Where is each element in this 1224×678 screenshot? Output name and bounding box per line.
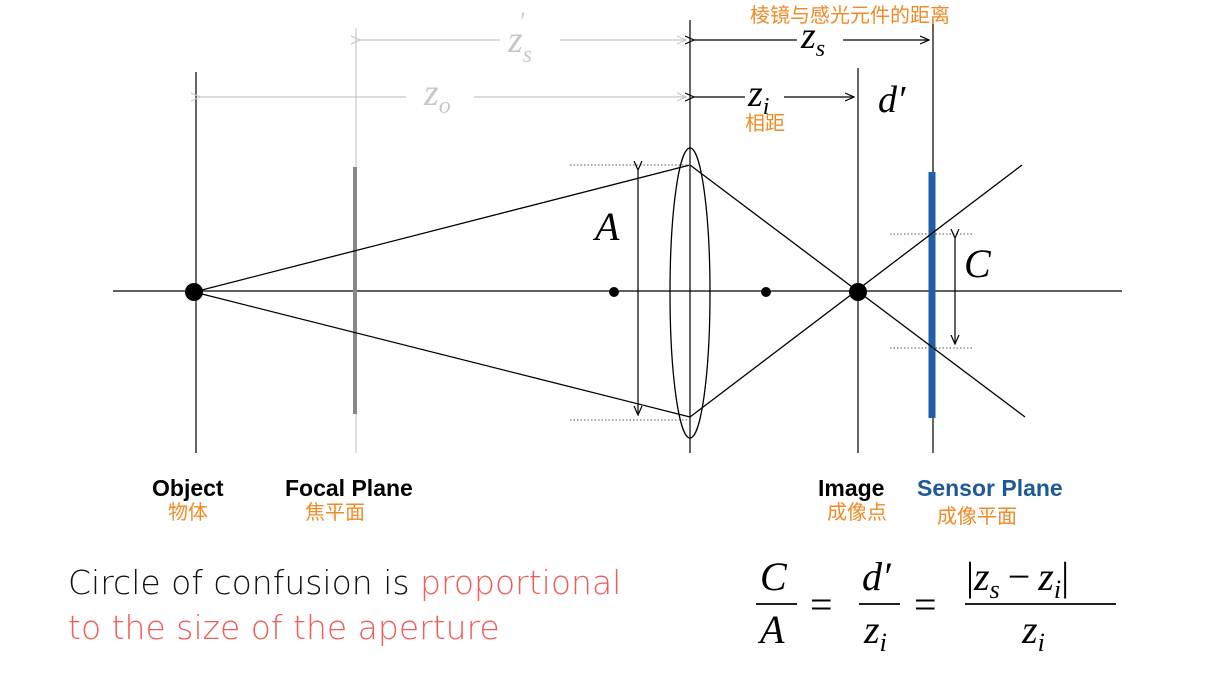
focal-plane-label-cn: 焦平面 — [305, 500, 365, 524]
sensor-plane-label: Sensor Plane — [917, 475, 1063, 501]
zs-label: zs — [800, 15, 825, 62]
object-label-cn: 物体 — [168, 500, 208, 524]
aperture-label: A — [592, 204, 620, 249]
object-point — [185, 283, 203, 301]
formula-den3: zi — [1021, 607, 1045, 657]
focal-point-right — [761, 287, 771, 297]
focal-point-left — [609, 287, 619, 297]
focal-plane-label: Focal Plane — [285, 475, 413, 501]
caption-highlight: proportional — [420, 563, 622, 602]
caption-line-2: to the size of the aperture — [68, 608, 500, 647]
formula-den1: A — [757, 607, 785, 652]
caption-text: Circle of confusion is — [68, 563, 421, 602]
image-label: Image — [818, 475, 884, 501]
zs-prime-label: zs′ — [507, 7, 532, 68]
lens — [669, 147, 711, 439]
formula-eq2: = — [914, 582, 937, 627]
caption: Circle of confusion is proportional to t… — [68, 560, 621, 650]
sensor-distance-annotation: 棱镜与感光元件的距离 — [750, 3, 950, 27]
image-label-cn: 成像点 — [827, 500, 887, 524]
sensor-plane-label-cn: 成像平面 — [937, 504, 1017, 528]
d-prime-label: d′ — [878, 79, 906, 121]
zo-label: zo — [423, 72, 451, 119]
ray-bottom-in — [193, 291, 691, 418]
formula-num1: C — [760, 554, 788, 599]
image-point — [849, 283, 867, 301]
ray-top-in — [193, 164, 691, 293]
formula-num2: d′ — [862, 554, 892, 599]
coc-formula: C A = d′ zi = |zs−zi| zi — [756, 554, 1116, 657]
formula-den2: zi — [863, 607, 887, 657]
formula-eq1: = — [810, 582, 833, 627]
caption-line-1: Circle of confusion is proportional — [68, 560, 621, 605]
formula-num3: |zs−zi| — [966, 554, 1069, 604]
object-label: Object — [152, 475, 224, 501]
image-distance-annotation: 相距 — [745, 111, 785, 135]
coc-label: C — [964, 241, 992, 286]
zi-label: zi — [747, 73, 769, 120]
